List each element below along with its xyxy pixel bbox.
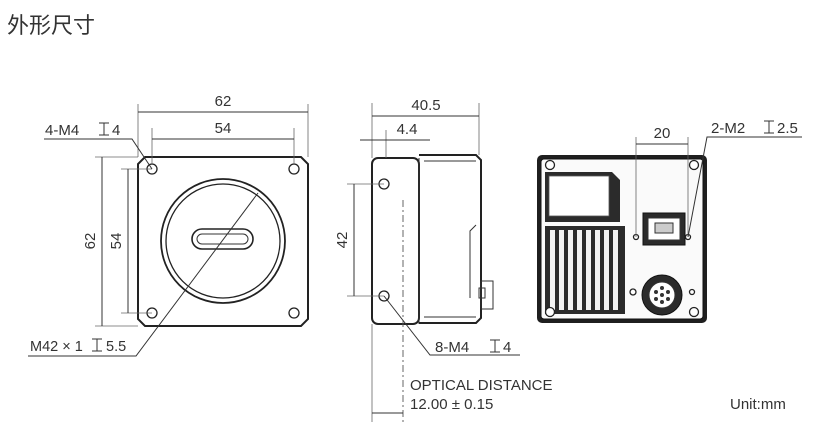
dim-height-holes: 54	[108, 233, 125, 250]
rear-screw-bottom-left	[544, 306, 556, 318]
dim-width-holes: 54	[215, 120, 232, 137]
front-body-outline	[137, 156, 309, 327]
optical-distance-value: 12.00 ± 0.15	[410, 396, 493, 413]
dim-width-outer: 62	[215, 93, 232, 110]
optical-distance-label: OPTICAL DISTANCE	[410, 377, 553, 394]
rear-small-hole	[688, 288, 696, 296]
side-notch	[469, 224, 477, 298]
side-holes-spec: 8-M4	[435, 339, 469, 356]
dim-depth-front: 4.4	[397, 121, 418, 138]
gpio-connector-icon	[641, 274, 683, 316]
lens-mount-outer	[160, 178, 286, 304]
rear-screw-top-left	[544, 159, 556, 171]
lens-mount-spec: M42 × 1	[30, 339, 83, 355]
rear-screw-bottom-right	[688, 306, 700, 318]
sensor-slot-inner	[196, 233, 249, 245]
front-view: 62 54 62 54 4-M4 4 M42 × 1 5.5	[28, 93, 309, 357]
sensor-slot-outer	[191, 228, 254, 250]
page-title: 外形尺寸	[7, 14, 95, 39]
mount-holes-depth: 4	[112, 122, 120, 139]
leader-mount-holes	[44, 138, 153, 170]
heat-sink-fins	[545, 226, 625, 314]
lens-mount-inner	[165, 183, 281, 299]
side-view: 40.5 4.4 42 8-M4 4 OPTICAL DISTANCE 12.0…	[334, 97, 553, 425]
rear-view: 20 2-M2 2.5	[537, 120, 802, 323]
side-connector	[480, 280, 494, 310]
side-rear-body	[419, 154, 482, 324]
rear-holes-depth: 2.5	[777, 120, 798, 137]
leader-lens-mount	[28, 192, 259, 357]
front-hole-top-right	[288, 163, 300, 175]
leader-side-holes	[383, 295, 520, 356]
unit-label: Unit:mm	[730, 396, 786, 413]
ethernet-port-icon	[642, 212, 686, 246]
front-hole-bottom-right	[288, 307, 300, 319]
dim-rear-hole-spacing: 20	[654, 125, 671, 142]
depth-symbol-icon	[92, 338, 102, 352]
lens-mount-depth: 5.5	[106, 339, 126, 355]
rear-holes-spec: 2-M2	[711, 120, 745, 137]
depth-symbol-icon	[764, 120, 774, 134]
rear-indicator-led	[629, 288, 637, 296]
label-mount-holes: 4-M4	[45, 122, 79, 139]
dim-depth-total: 40.5	[411, 97, 440, 114]
dim-side-hole-spacing: 42	[334, 232, 351, 249]
depth-symbol-icon	[99, 122, 109, 136]
depth-symbol-icon	[490, 339, 500, 353]
dim-height-outer: 62	[82, 233, 99, 250]
leader-rear-holes	[687, 136, 802, 238]
side-holes-depth: 4	[503, 339, 511, 356]
mount-holes-spec: 4-M4	[45, 122, 79, 139]
rear-screw-top-right	[688, 159, 700, 171]
